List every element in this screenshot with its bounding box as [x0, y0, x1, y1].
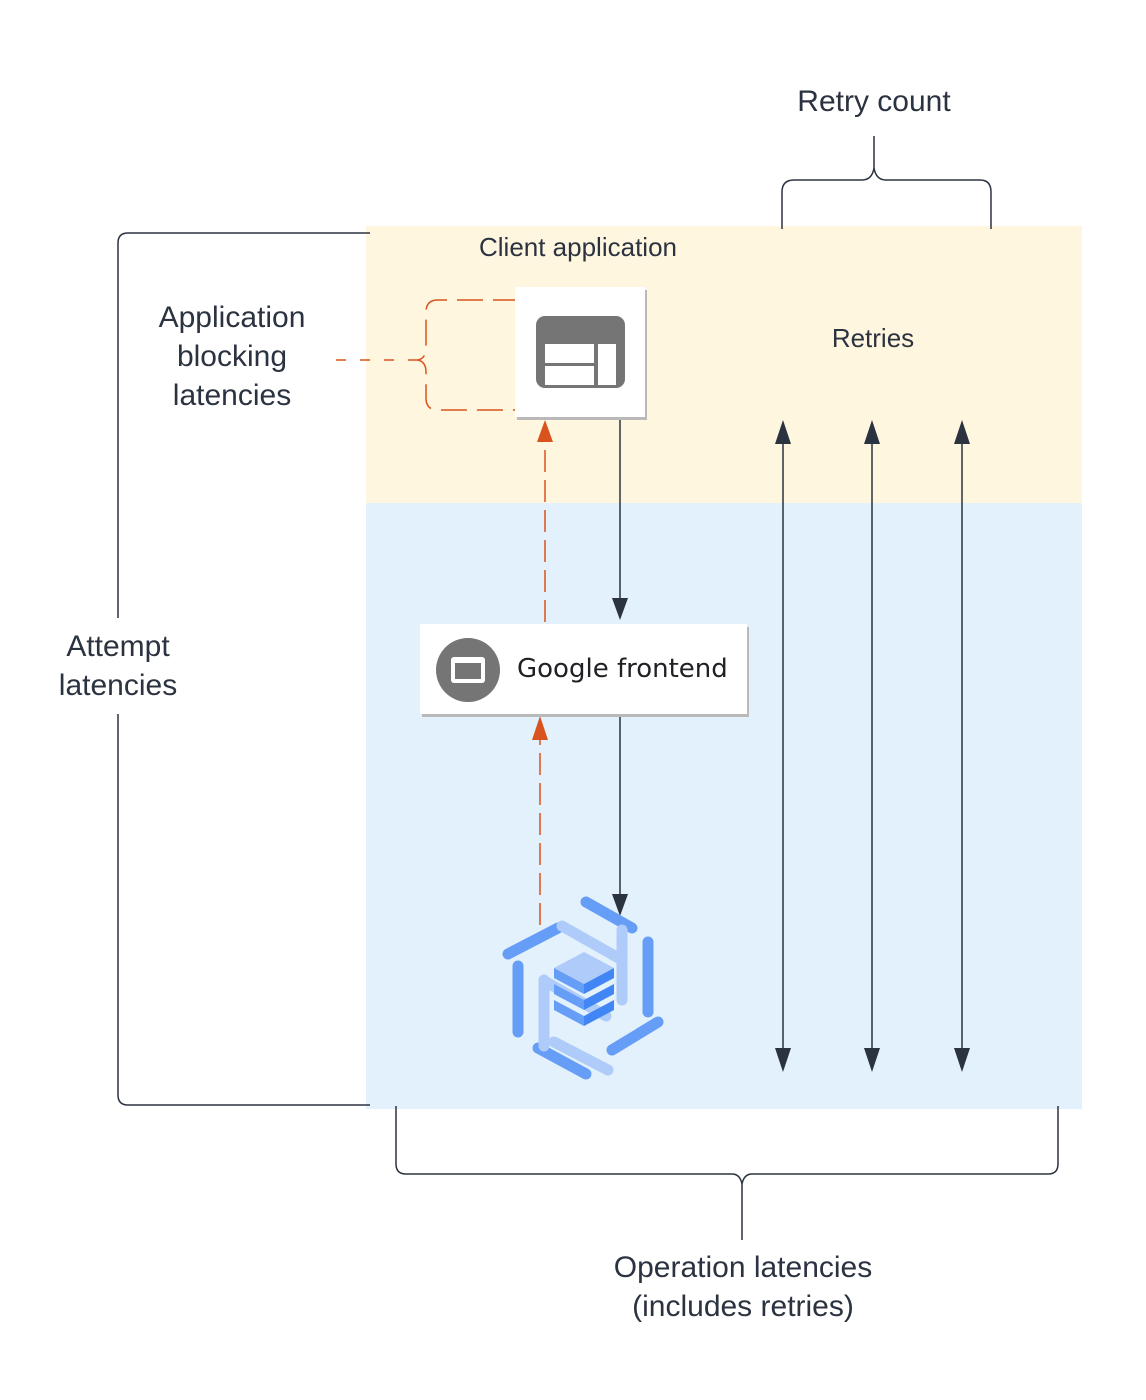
web-app-window-icon: [536, 316, 625, 388]
browser-window-icon: [436, 638, 500, 702]
client-application-label: Client application: [478, 232, 677, 262]
client-application-zone: [366, 226, 1082, 503]
application-blocking-line-1: Application: [158, 301, 306, 334]
attempt-line-2: latencies: [58, 669, 178, 702]
attempt-latencies-label: Attempt latencies: [30, 627, 206, 705]
retries-label: Retries: [831, 323, 915, 353]
operation-latencies-bracket: [395, 1106, 1059, 1240]
google-frontend-label: Google frontend: [517, 654, 728, 684]
attempt-line-1: Attempt: [66, 630, 170, 663]
google-frontend-node[interactable]: Google frontend: [420, 624, 747, 714]
operation-line-1: Operation latencies: [613, 1251, 873, 1284]
google-zone: [366, 503, 1082, 1109]
application-blocking-latencies-label: Application blocking latencies: [130, 298, 334, 415]
retry-count-label: Retry count: [797, 85, 951, 118]
cloud-database-hexagon-icon: [502, 896, 664, 1080]
application-blocking-line-2: blocking: [176, 340, 288, 373]
operation-line-2: (includes retries): [632, 1290, 854, 1323]
operation-latencies-label: Operation latencies (includes retries): [560, 1248, 926, 1326]
client-application-node[interactable]: [515, 287, 645, 417]
application-blocking-line-3: latencies: [172, 379, 292, 412]
retry-count-bracket: [781, 136, 992, 229]
